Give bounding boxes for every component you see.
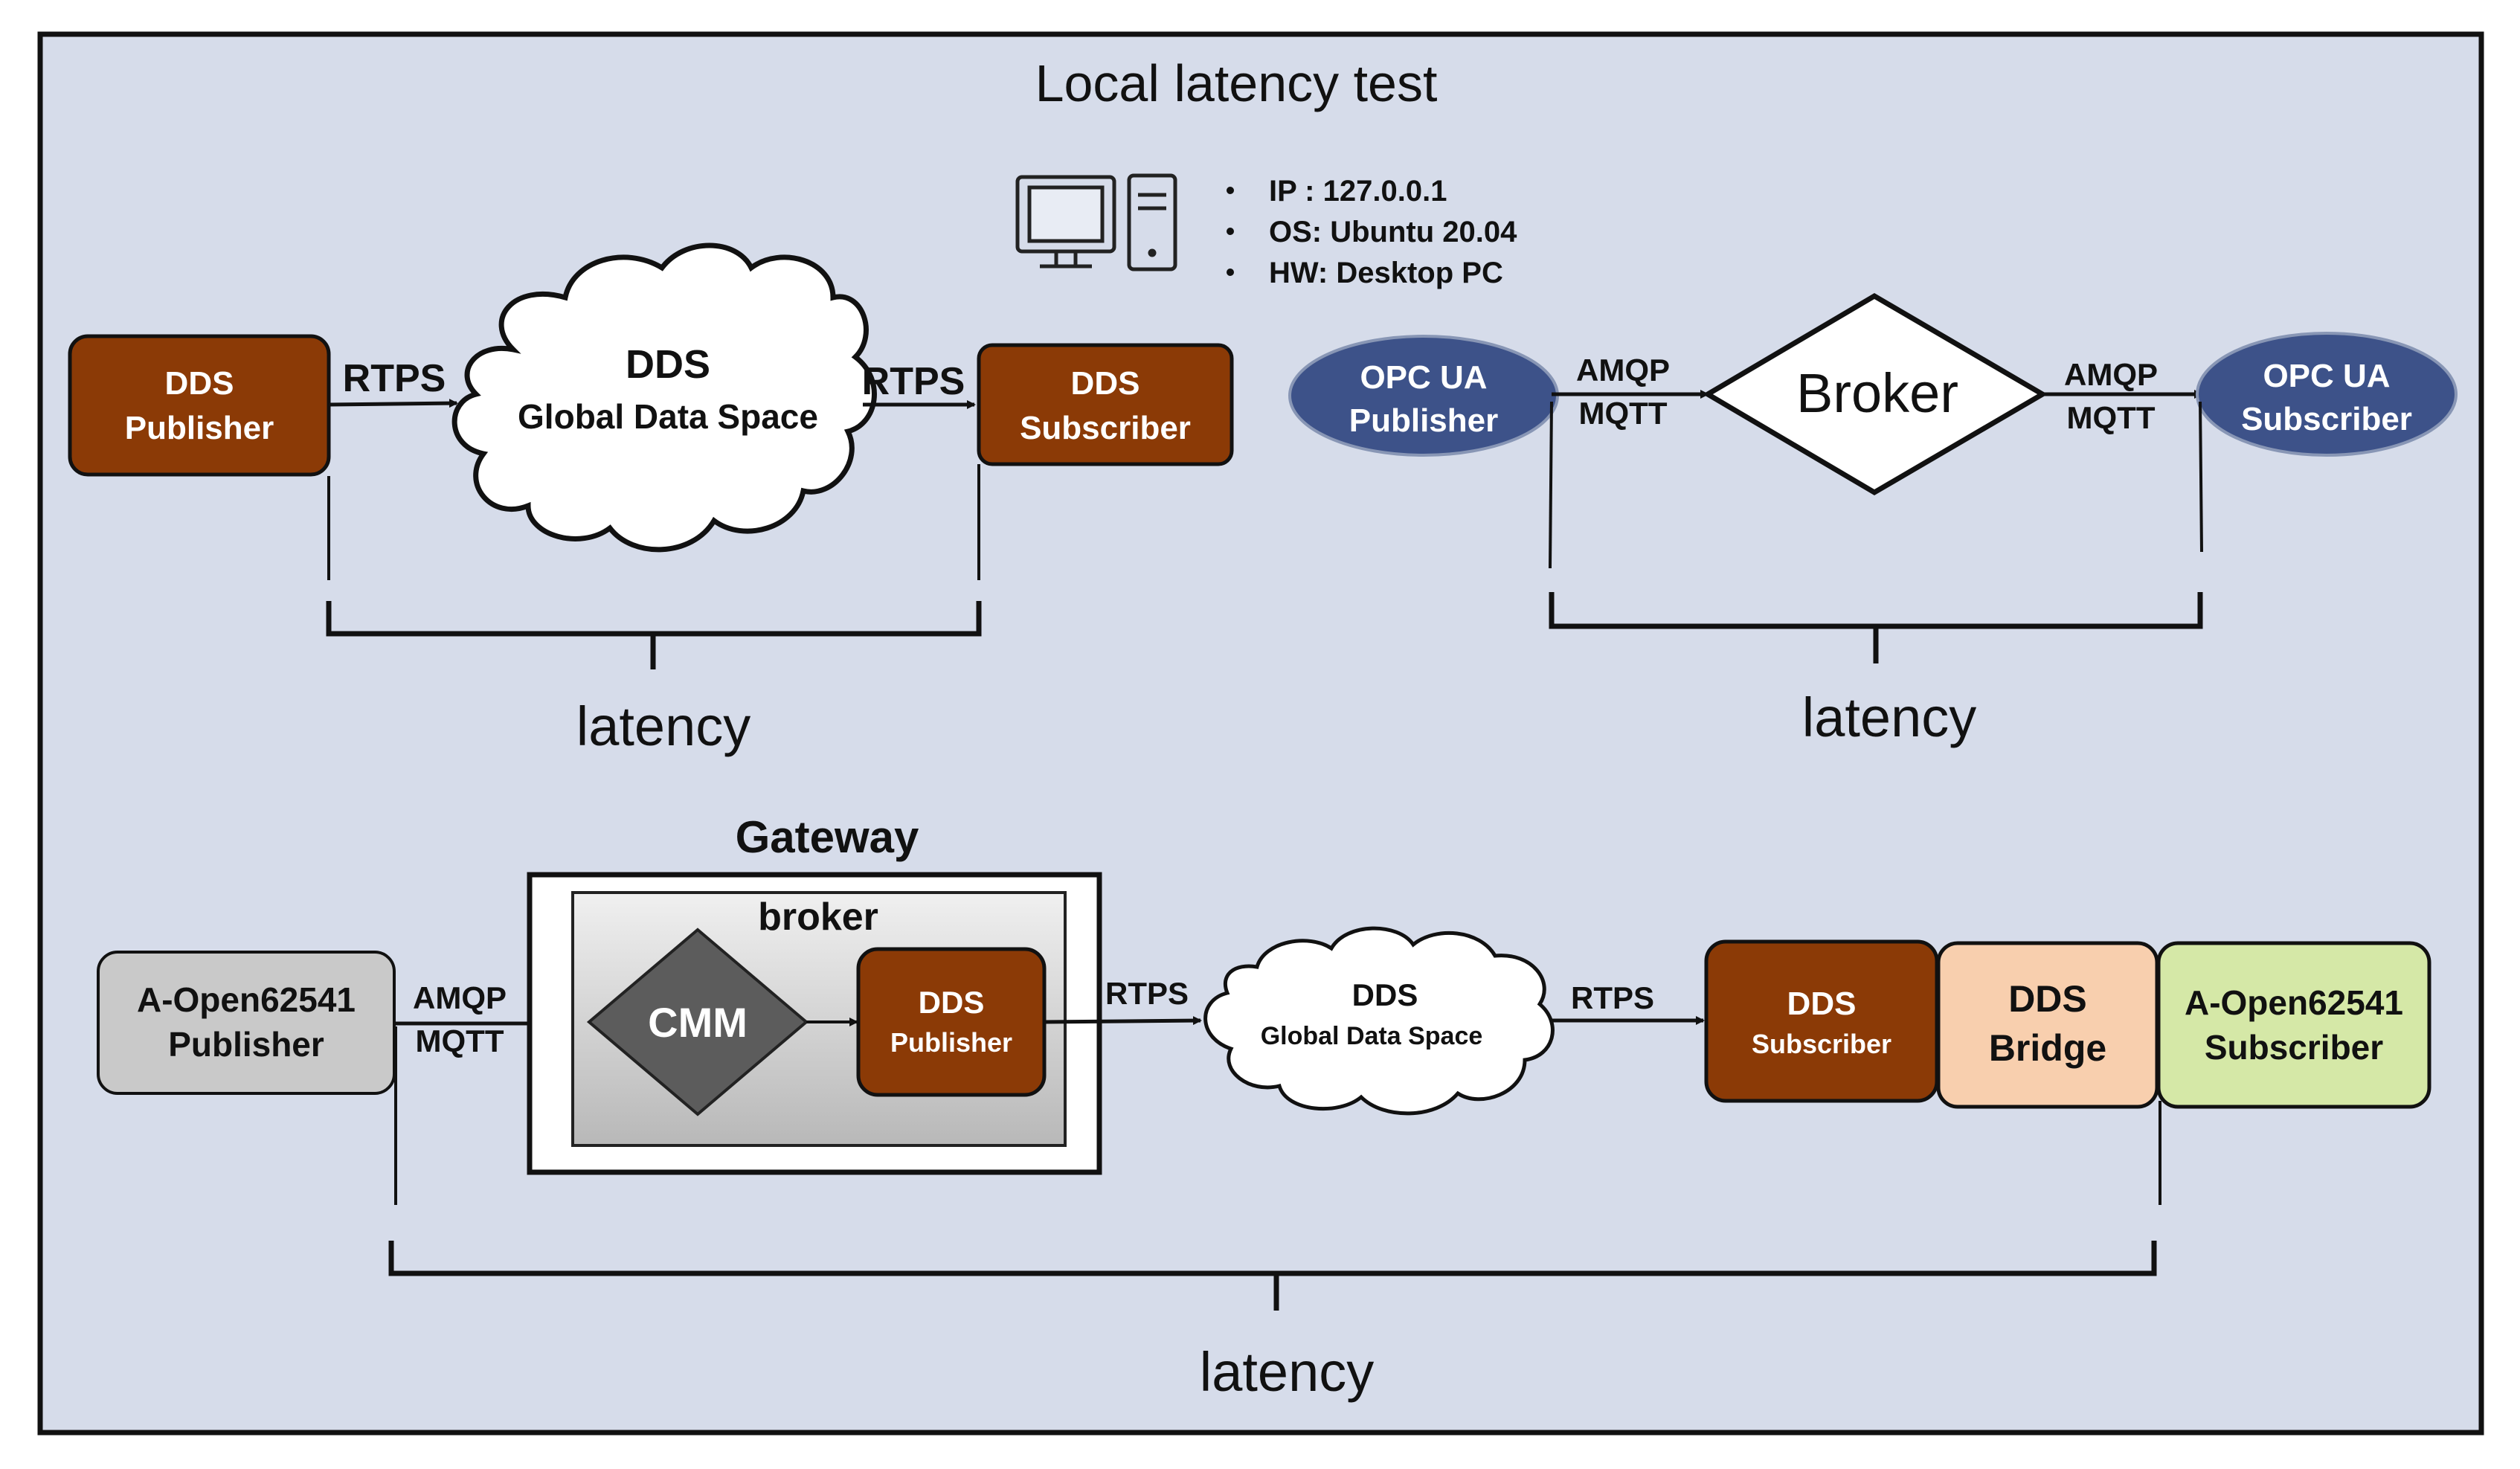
opcua-publisher-label-2: Publisher [1349, 402, 1499, 439]
opcua-subscriber-ellipse [2196, 332, 2458, 457]
gateway-dds-subscriber-label-1: DDS [1787, 986, 1857, 1022]
cloud-label-2: Global Data Space [518, 397, 818, 436]
gateway-protocol-in-2: MQTT [416, 1023, 504, 1058]
a-open62541-subscriber-label-2: Subscriber [2205, 1028, 2383, 1067]
dds-publisher-box [68, 334, 331, 477]
gateway-dds-subscriber-label-2: Subscriber [1752, 1029, 1891, 1059]
a-open62541-publisher-label-2: Publisher [168, 1025, 324, 1064]
gateway-cloud-label-2: Global Data Space [1261, 1022, 1483, 1050]
spec-hw: HW: Desktop PC [1269, 257, 1503, 289]
dds-latency-brace [326, 601, 982, 669]
dds-publisher-label-2: Publisher [125, 410, 274, 446]
a-open62541-subscriber-box [2156, 941, 2431, 1109]
gateway-dds-publisher-label-2: Publisher [890, 1027, 1012, 1058]
dds-subscriber-label-1: DDS [1071, 365, 1140, 402]
dds-bridge-label-1: DDS [2008, 978, 2087, 1020]
opcua-latency-label: latency [1802, 687, 1976, 748]
opcua-subscriber-label-1: OPC UA [2263, 358, 2390, 394]
cmm-diamond [586, 928, 809, 1116]
broker-diamond [1703, 292, 2048, 496]
dds-global-data-space-cloud [451, 242, 877, 553]
gateway-dds-publisher-box [856, 947, 1047, 1097]
cmm-label: CMM [648, 999, 748, 1046]
rtps-label-right: RTPS [862, 360, 965, 403]
broker-label: Broker [1796, 362, 1958, 424]
diagram-title: Local latency test [1035, 54, 1438, 112]
dds-publisher-label-1: DDS [165, 365, 234, 402]
spec-ip: IP : 127.0.0.1 [1269, 175, 1447, 208]
opcua-protocol-right-1: AMQP [2064, 357, 2158, 392]
gateway-dds-cloud [1203, 926, 1555, 1116]
spec-os: OS: Ubuntu 20.04 [1269, 216, 1517, 248]
opcua-protocol-right-2: MQTT [2067, 400, 2156, 435]
gateway-latency-brace [388, 1241, 2157, 1311]
dds-bridge-label-2: Bridge [1989, 1027, 2106, 1069]
diagram-frame [37, 31, 2484, 1436]
spec-list: IP : 127.0.0.1 OS: Ubuntu 20.04 HW: Desk… [1227, 175, 1517, 289]
gateway-rtps-out: RTPS [1571, 980, 1654, 1015]
gateway-protocol-in-1: AMQP [413, 980, 507, 1015]
opcua-latency-section: OPC UA Publisher AMQP MQTT Broker AMQP M… [1288, 292, 2458, 748]
broker-inner-title: broker [758, 896, 878, 939]
gateway-latency-section: A-Open62541 Publisher AMQP MQTT Gateway … [97, 812, 2431, 1403]
opcua-subscriber-label-2: Subscriber [2241, 401, 2412, 437]
a-open62541-publisher-box [97, 951, 396, 1095]
gateway-dds-publisher-label-1: DDS [919, 985, 985, 1020]
gateway-latency-label: latency [1200, 1341, 1374, 1403]
dds-subscriber-box [977, 343, 1234, 466]
opcua-protocol-left-1: AMQP [1576, 353, 1670, 388]
a-open62541-subscriber-label-1: A-Open62541 [2185, 983, 2403, 1022]
opcua-publisher-label-1: OPC UA [1360, 359, 1487, 396]
gateway-cloud-label-1: DDS [1352, 977, 1418, 1012]
dds-latency-label: latency [576, 695, 750, 757]
cloud-label-1: DDS [626, 342, 710, 387]
desktop-pc-icon [1015, 173, 1177, 271]
gateway-title: Gateway [736, 812, 919, 862]
opcua-latency-brace [1549, 592, 2203, 663]
dds-bridge-box [1936, 941, 2159, 1109]
a-open62541-publisher-label-1: A-Open62541 [137, 980, 356, 1019]
dds-latency-section: DDS Publisher RTPS DDS Global Data Space… [68, 242, 1234, 757]
opcua-protocol-left-2: MQTT [1579, 396, 1668, 431]
gateway-rtps-mid: RTPS [1105, 976, 1189, 1011]
dds-subscriber-label-2: Subscriber [1020, 410, 1191, 446]
rtps-label-left: RTPS [343, 357, 446, 400]
